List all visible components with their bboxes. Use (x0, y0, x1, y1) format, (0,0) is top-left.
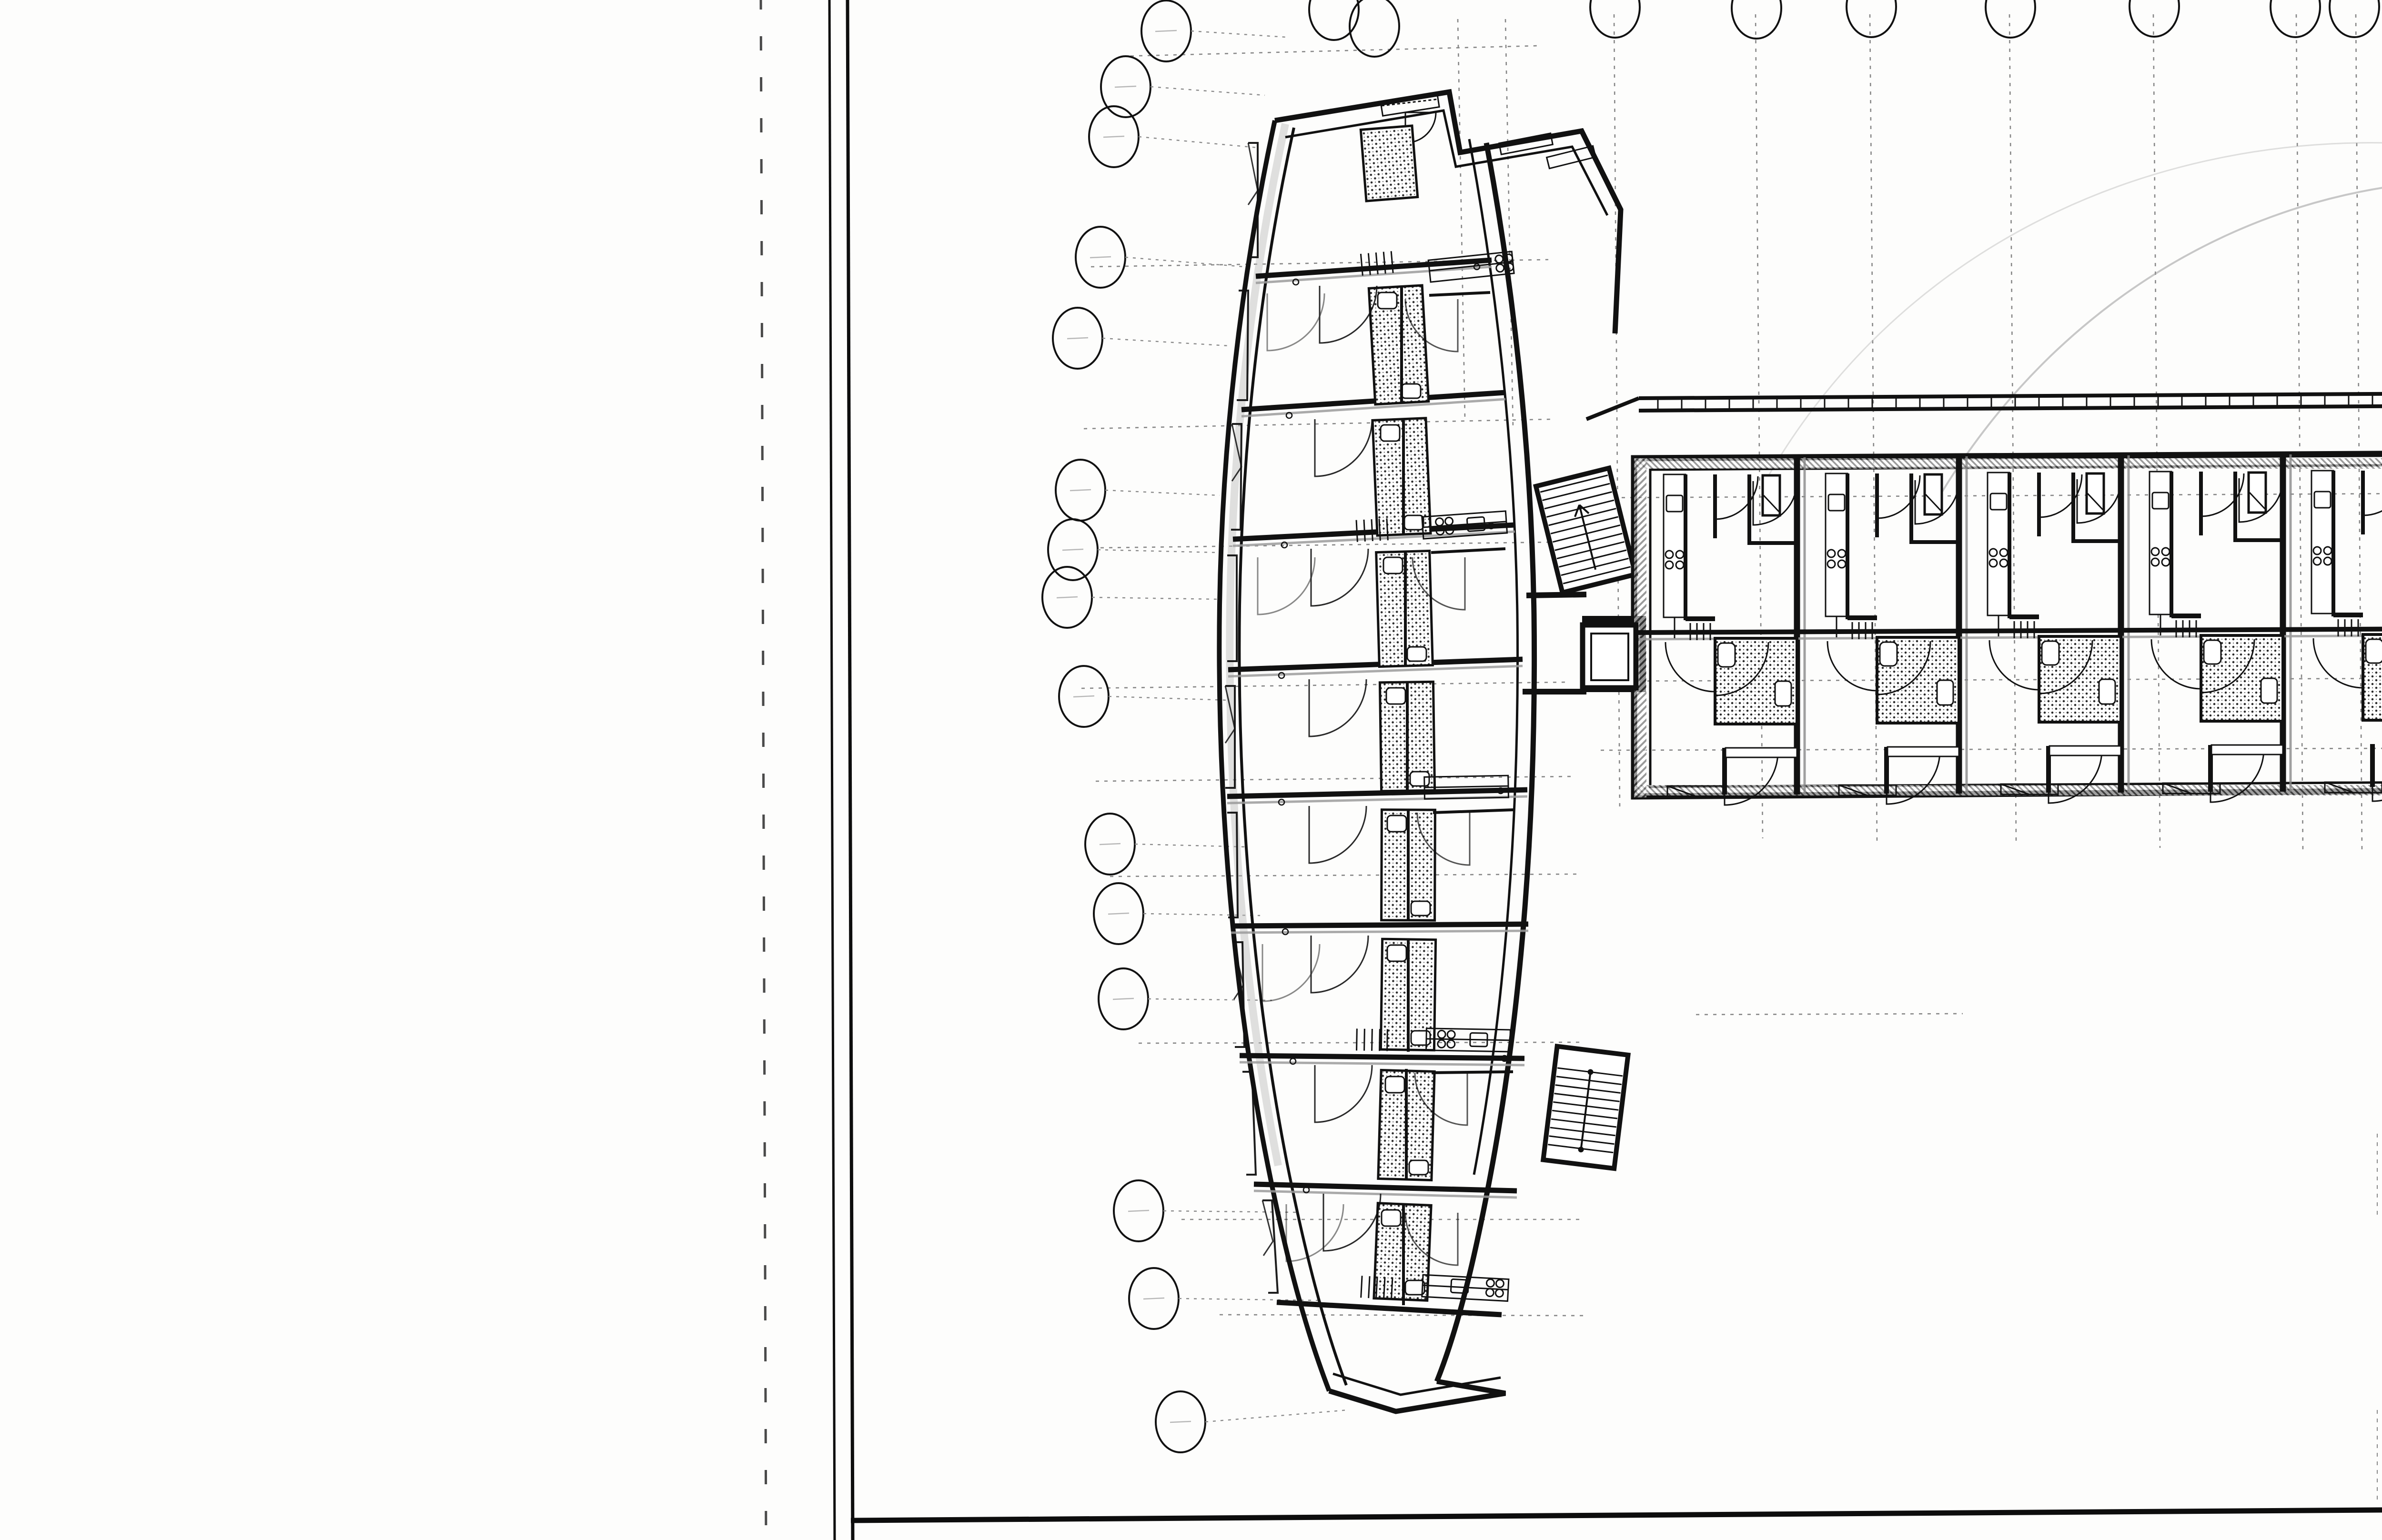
access-gallery (1585, 392, 2382, 421)
grid-bubble (1589, 0, 1641, 39)
curved-wing-east-facade (1434, 139, 1537, 1383)
grid-bubble (1846, 0, 1897, 38)
sheet-border (828, 0, 2382, 1540)
grid-bubble (1731, 0, 1782, 40)
south-wing-unit (1663, 470, 2382, 806)
fold-line (759, 0, 767, 1540)
grid-bubble (1985, 0, 2036, 39)
grid-bubble (2270, 0, 2321, 38)
curved-wing-units (1224, 124, 1529, 1318)
site-context-arc (1933, 187, 2382, 506)
grid-bubble (2329, 0, 2380, 38)
site-context-arc-2 (1762, 142, 2382, 486)
grid-bubble (2129, 0, 2180, 38)
grid-bubble (1349, 0, 1400, 58)
central-stair (1533, 465, 1639, 596)
west-link-shaft (1580, 622, 1639, 691)
curved-wing-north-end (1274, 89, 1624, 334)
curved-wing-south-end (1328, 1372, 1506, 1414)
grid-bubble (1308, 0, 1360, 41)
south-stair (1540, 1044, 1631, 1171)
